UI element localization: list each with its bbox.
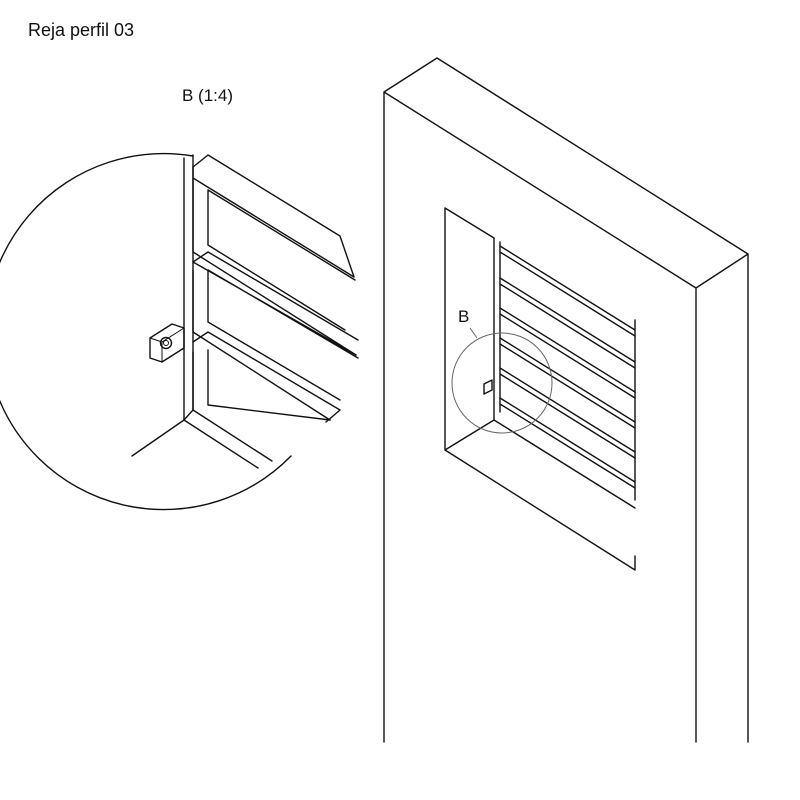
detail-circle	[0, 152, 292, 511]
detail-marker-label: B	[458, 307, 469, 326]
detail-view-label: B (1:4)	[182, 86, 233, 105]
callout-circle	[451, 332, 553, 434]
frame-isometric: B	[383, 57, 749, 743]
callout-leader	[469, 327, 478, 339]
drawing-title: Reja perfil 03	[28, 20, 135, 40]
louvre-slats	[499, 245, 636, 501]
detail-slat	[192, 251, 359, 421]
grille-frame	[493, 237, 501, 421]
detail-slat	[192, 331, 341, 423]
bolt-bracket-icon	[149, 323, 185, 363]
detail-frame	[183, 154, 194, 421]
detail-sill	[131, 409, 273, 469]
detail-view: B (1:4)	[0, 86, 359, 511]
detail-slat	[192, 154, 357, 356]
window-opening	[444, 207, 636, 571]
bracket-icon	[483, 379, 493, 395]
wall-outline	[383, 57, 749, 743]
